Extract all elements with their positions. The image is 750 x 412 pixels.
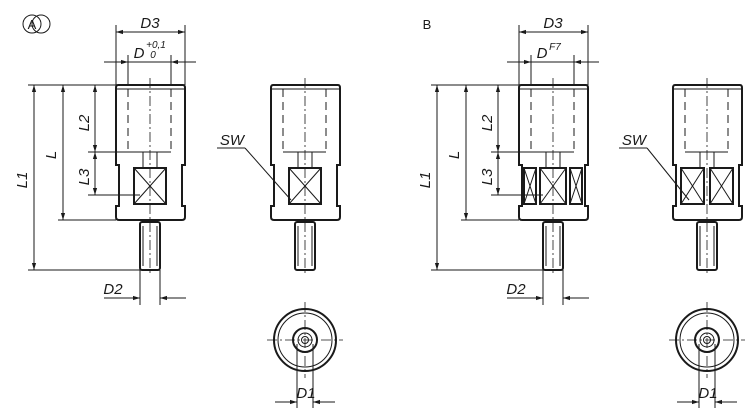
- variant-marker-circle: [22, 14, 42, 34]
- variant-marker-label: B: [423, 17, 432, 32]
- end-view-chamfer: [679, 312, 735, 368]
- label-d: D: [537, 45, 548, 62]
- line: [680, 167, 705, 205]
- body-outline: [672, 84, 743, 221]
- label-d3: D3: [140, 15, 160, 32]
- sw-leader: [646, 147, 690, 201]
- side-view: SW: [619, 78, 743, 276]
- label-d1: D1: [296, 385, 315, 402]
- label-sw: SW: [220, 132, 246, 149]
- label-d-tolerance-upper: +0,1: [146, 40, 166, 51]
- label-l: L: [43, 151, 60, 159]
- line: [569, 167, 583, 205]
- label-d3: D3: [543, 15, 563, 32]
- wrench-flat: [709, 167, 734, 205]
- label-l1: L1: [14, 172, 31, 189]
- label-d1: D1: [698, 385, 717, 402]
- variant-marker-circle: [31, 14, 51, 34]
- label-d-tolerance-lower: 0: [150, 50, 156, 61]
- body-outline: [518, 84, 589, 221]
- label-l1: L1: [417, 172, 434, 189]
- label-l: L: [446, 151, 463, 159]
- body-outline: [115, 84, 186, 221]
- sw-leader: [244, 147, 292, 201]
- body-outline: [270, 84, 341, 221]
- side-view: SW: [217, 78, 341, 276]
- label-l3: L3: [479, 168, 496, 185]
- label-d: D: [134, 45, 145, 62]
- wrench-flat: [523, 167, 537, 205]
- label-l2: L2: [76, 114, 93, 131]
- wrench-flat: [569, 167, 583, 205]
- label-d2: D2: [103, 281, 123, 298]
- line: [709, 167, 734, 205]
- label-d-tolerance-upper: F7: [549, 42, 561, 53]
- line: [523, 167, 537, 205]
- end-view-chamfer: [277, 312, 333, 368]
- label-l2: L2: [479, 114, 496, 131]
- label-l3: L3: [76, 168, 93, 185]
- label-sw: SW: [622, 132, 648, 149]
- label-d2: D2: [506, 281, 526, 298]
- wrench-flat: [680, 167, 705, 205]
